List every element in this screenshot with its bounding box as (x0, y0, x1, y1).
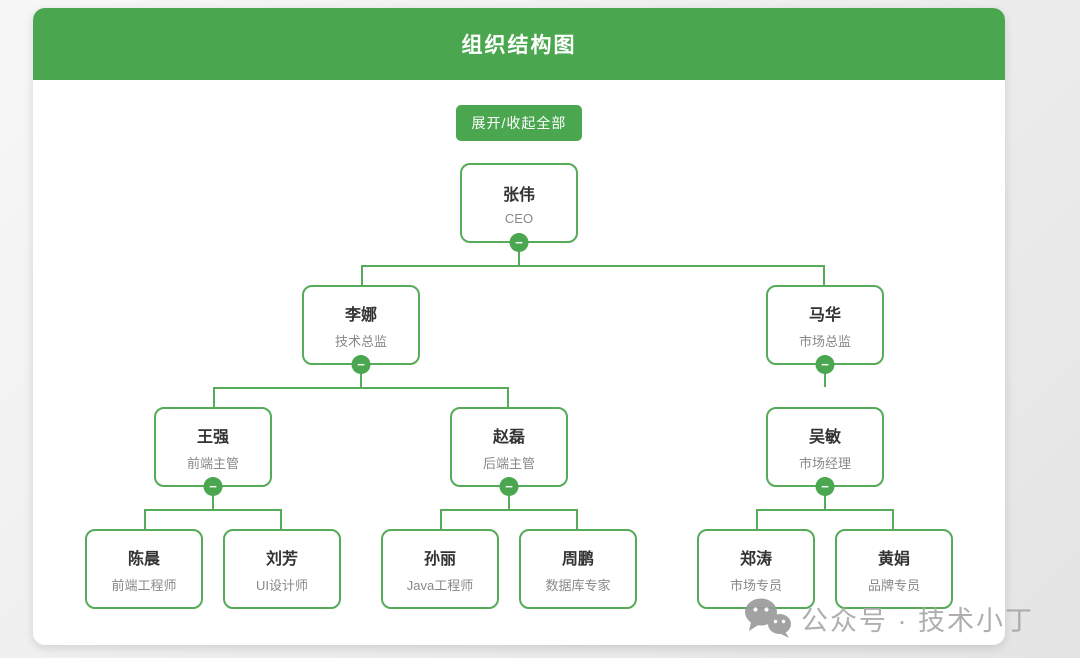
org-node-ceo: 张伟 CEO − (460, 163, 578, 252)
org-node-backend-lead: 赵磊 后端主管 − (450, 407, 568, 496)
collapse-toggle-icon[interactable]: − (815, 477, 835, 496)
org-node-java-engineer: 孙丽 Java工程师 (381, 529, 499, 609)
employee-title: 市场经理 (798, 455, 851, 471)
employee-name: 孙丽 (423, 550, 456, 568)
employee-name: 郑涛 (739, 550, 772, 568)
employee-name: 马华 (808, 306, 841, 324)
employee-title: 市场总监 (798, 333, 851, 349)
employee-title: 市场专员 (729, 577, 782, 593)
collapse-toggle-icon[interactable]: − (509, 233, 529, 252)
employee-name: 黄娟 (877, 550, 910, 568)
employee-name: 李娜 (344, 306, 377, 324)
employee-title: Java工程师 (406, 577, 474, 593)
employee-title: 后端主管 (482, 455, 535, 471)
page-title: 组织结构图 (461, 34, 577, 57)
org-node-marketing-manager: 吴敏 市场经理 − (766, 407, 884, 496)
org-node-brand-specialist: 黄娟 品牌专员 (835, 529, 953, 609)
employee-name: 王强 (196, 428, 229, 446)
employee-name: 刘芳 (265, 550, 298, 568)
employee-title: 技术总监 (334, 333, 387, 349)
employee-title: UI设计师 (255, 577, 308, 593)
org-node-marketing-director: 马华 市场总监 − (766, 285, 884, 374)
toggle-all-button[interactable]: 展开/收起全部 (455, 105, 583, 141)
org-node-marketing-specialist: 郑涛 市场专员 (697, 529, 815, 609)
employee-name: 陈晨 (127, 550, 160, 568)
page-header: 组织结构图 (33, 8, 1005, 80)
employee-title: CEO (504, 210, 534, 226)
org-chart-body: 展开/收起全部 张伟 CEO − 李娜 技术总监 − (33, 80, 1005, 609)
employee-title: 品牌专员 (867, 577, 920, 593)
collapse-toggle-icon[interactable]: − (351, 355, 371, 374)
collapse-toggle-icon[interactable]: − (499, 477, 519, 496)
org-node-database-expert: 周鹏 数据库专家 (519, 529, 637, 609)
org-node-ui-designer: 刘芳 UI设计师 (223, 529, 341, 609)
org-node-tech-director: 李娜 技术总监 − (302, 285, 420, 374)
employee-title: 前端工程师 (111, 577, 177, 593)
org-node-frontend-lead: 王强 前端主管 − (154, 407, 272, 496)
employee-name: 吴敏 (808, 428, 841, 446)
collapse-toggle-icon[interactable]: − (203, 477, 223, 496)
collapse-toggle-icon[interactable]: − (815, 355, 835, 374)
employee-title: 前端主管 (186, 455, 239, 471)
employee-name: 张伟 (502, 186, 535, 204)
org-chart-card: 组织结构图 展开/收起全部 张伟 CEO − 李娜 技术总监 (33, 8, 1005, 645)
employee-name: 赵磊 (492, 428, 525, 446)
employee-title: 数据库专家 (545, 577, 611, 593)
employee-name: 周鹏 (561, 550, 594, 568)
org-node-frontend-engineer: 陈晨 前端工程师 (85, 529, 203, 609)
org-tree: 张伟 CEO − 李娜 技术总监 − (45, 163, 993, 609)
